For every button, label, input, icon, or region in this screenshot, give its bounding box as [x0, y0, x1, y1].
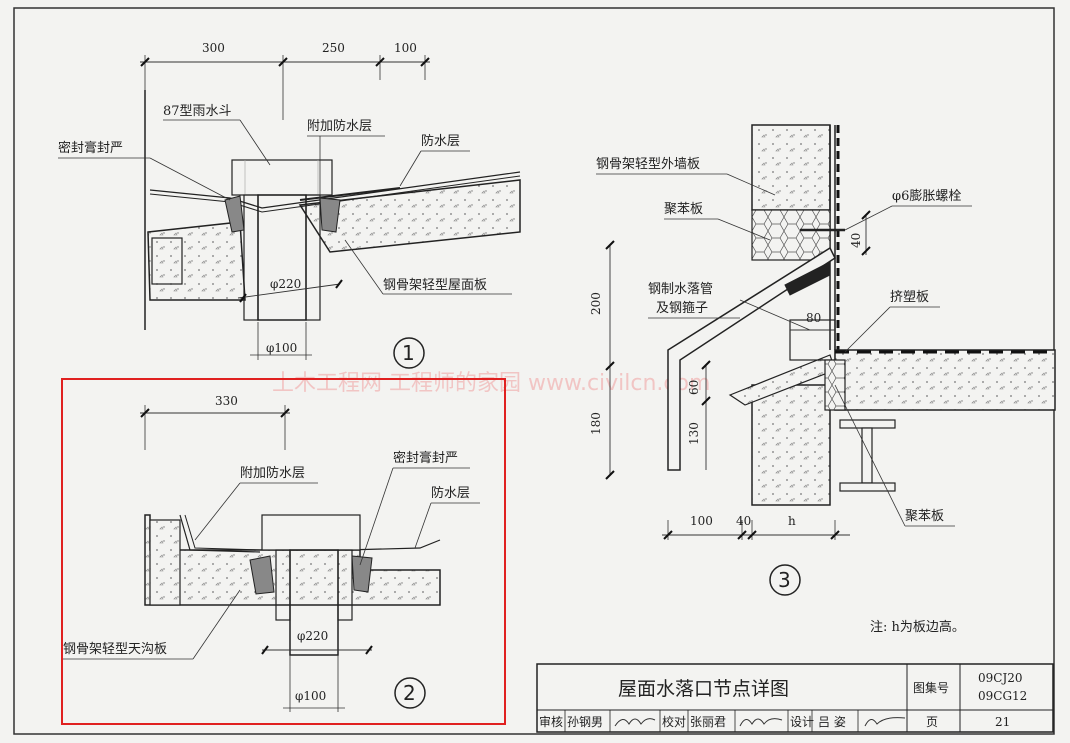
- title-text: 屋面水落口节点详图: [618, 678, 789, 700]
- detail3-dim-130: 130: [687, 422, 701, 445]
- detail3-dim-200: 200: [589, 292, 603, 315]
- detail1-label-sealant: 密封膏封严: [58, 140, 123, 156]
- detail1-dim-250: 250: [322, 41, 345, 55]
- detail1-number-circle: [393, 337, 425, 369]
- detail1-label-roof-panel: 钢骨架轻型屋面板: [383, 278, 487, 293]
- detail1-dim-phi100: φ100: [266, 341, 297, 355]
- detail3-label-polystyrene-top: 聚苯板: [664, 202, 703, 217]
- detail2-dim-330: 330: [215, 394, 238, 408]
- detail3-label-extruded: 挤塑板: [890, 290, 929, 305]
- page-label: 页: [926, 715, 938, 729]
- detail-3: 200 180 60 130 40 80 100 40 h 钢骨架轻型外墙板 聚…: [589, 124, 1056, 596]
- designer-name: 吕 姿: [818, 715, 846, 729]
- detail3-dim-h: h: [788, 514, 796, 528]
- detail2-label-extra-waterproof: 附加防水层: [240, 465, 305, 481]
- review-label: 审核: [539, 714, 563, 729]
- detail1-label-extra-waterproof: 附加防水层: [307, 118, 372, 134]
- detail2-dim-phi100: φ100: [295, 689, 326, 703]
- reviewer-name: 孙钢男: [567, 715, 603, 729]
- detail1-dim-phi220: φ220: [270, 277, 301, 291]
- detail3-label-wall-panel: 钢骨架轻型外墙板: [596, 157, 700, 172]
- note-text: 注: h为板边高。: [870, 619, 965, 635]
- checker-signature: [739, 718, 783, 727]
- detail1-label-rain-hopper: 87型雨水斗: [163, 104, 232, 119]
- detail-1: 300 250 100 φ220 φ100 8: [58, 41, 521, 369]
- detail3-number-circle: [769, 564, 801, 596]
- highlight-box: [61, 378, 506, 725]
- detail-2: 330 φ220 φ100 附加防水层 密封膏封严 防水层 钢骨架轻: [63, 394, 480, 712]
- detail2-label-gutter-panel: 钢骨架轻型天沟板: [63, 642, 167, 657]
- detail1-dim-300: 300: [202, 41, 225, 55]
- checker-name: 张丽君: [690, 715, 726, 729]
- detail3-dim-40-right: 40: [849, 233, 863, 248]
- detail1-dim-100: 100: [394, 41, 417, 55]
- detail2-number-circle: [394, 677, 426, 709]
- detail3-label-bolt: φ6膨胀螺栓: [892, 189, 961, 204]
- detail1-number: 1: [402, 341, 415, 365]
- atlas-number-1: 09CJ20: [978, 671, 1023, 685]
- detail3-dim-60: 60: [687, 380, 701, 395]
- detail3-dim-80: 80: [806, 311, 821, 325]
- detail1-label-waterproof: 防水层: [421, 133, 460, 149]
- atlas-number-2: 09CG12: [978, 689, 1027, 703]
- atlas-label: 图集号: [913, 680, 949, 695]
- title-block: 屋面水落口节点详图 图集号 09CJ20 09CG12 页 21 审核 孙钢男 …: [536, 663, 1054, 733]
- check-label: 校对: [662, 714, 686, 729]
- detail2-label-waterproof: 防水层: [431, 485, 470, 501]
- detail2-number: 2: [403, 681, 416, 705]
- detail3-number: 3: [778, 568, 791, 592]
- page-number: 21: [995, 715, 1010, 729]
- detail2-label-sealant: 密封膏封严: [393, 450, 458, 466]
- designer-signature: [864, 717, 906, 727]
- detail3-dim-100-bottom: 100: [690, 514, 713, 528]
- design-label: 设计: [790, 715, 814, 729]
- detail3-label-downpipe-2: 及钢箍子: [656, 300, 708, 316]
- detail3-label-polystyrene-bottom: 聚苯板: [905, 509, 944, 524]
- detail3-label-downpipe-1: 钢制水落管: [648, 282, 713, 297]
- detail3-dim-40-bottom: 40: [736, 514, 751, 528]
- reviewer-signature: [614, 718, 656, 727]
- detail2-dim-phi220: φ220: [297, 629, 328, 643]
- detail3-dim-180: 180: [589, 412, 603, 435]
- watermark: 土木工程网 工程师的家园 www.civilcn.com: [272, 371, 710, 396]
